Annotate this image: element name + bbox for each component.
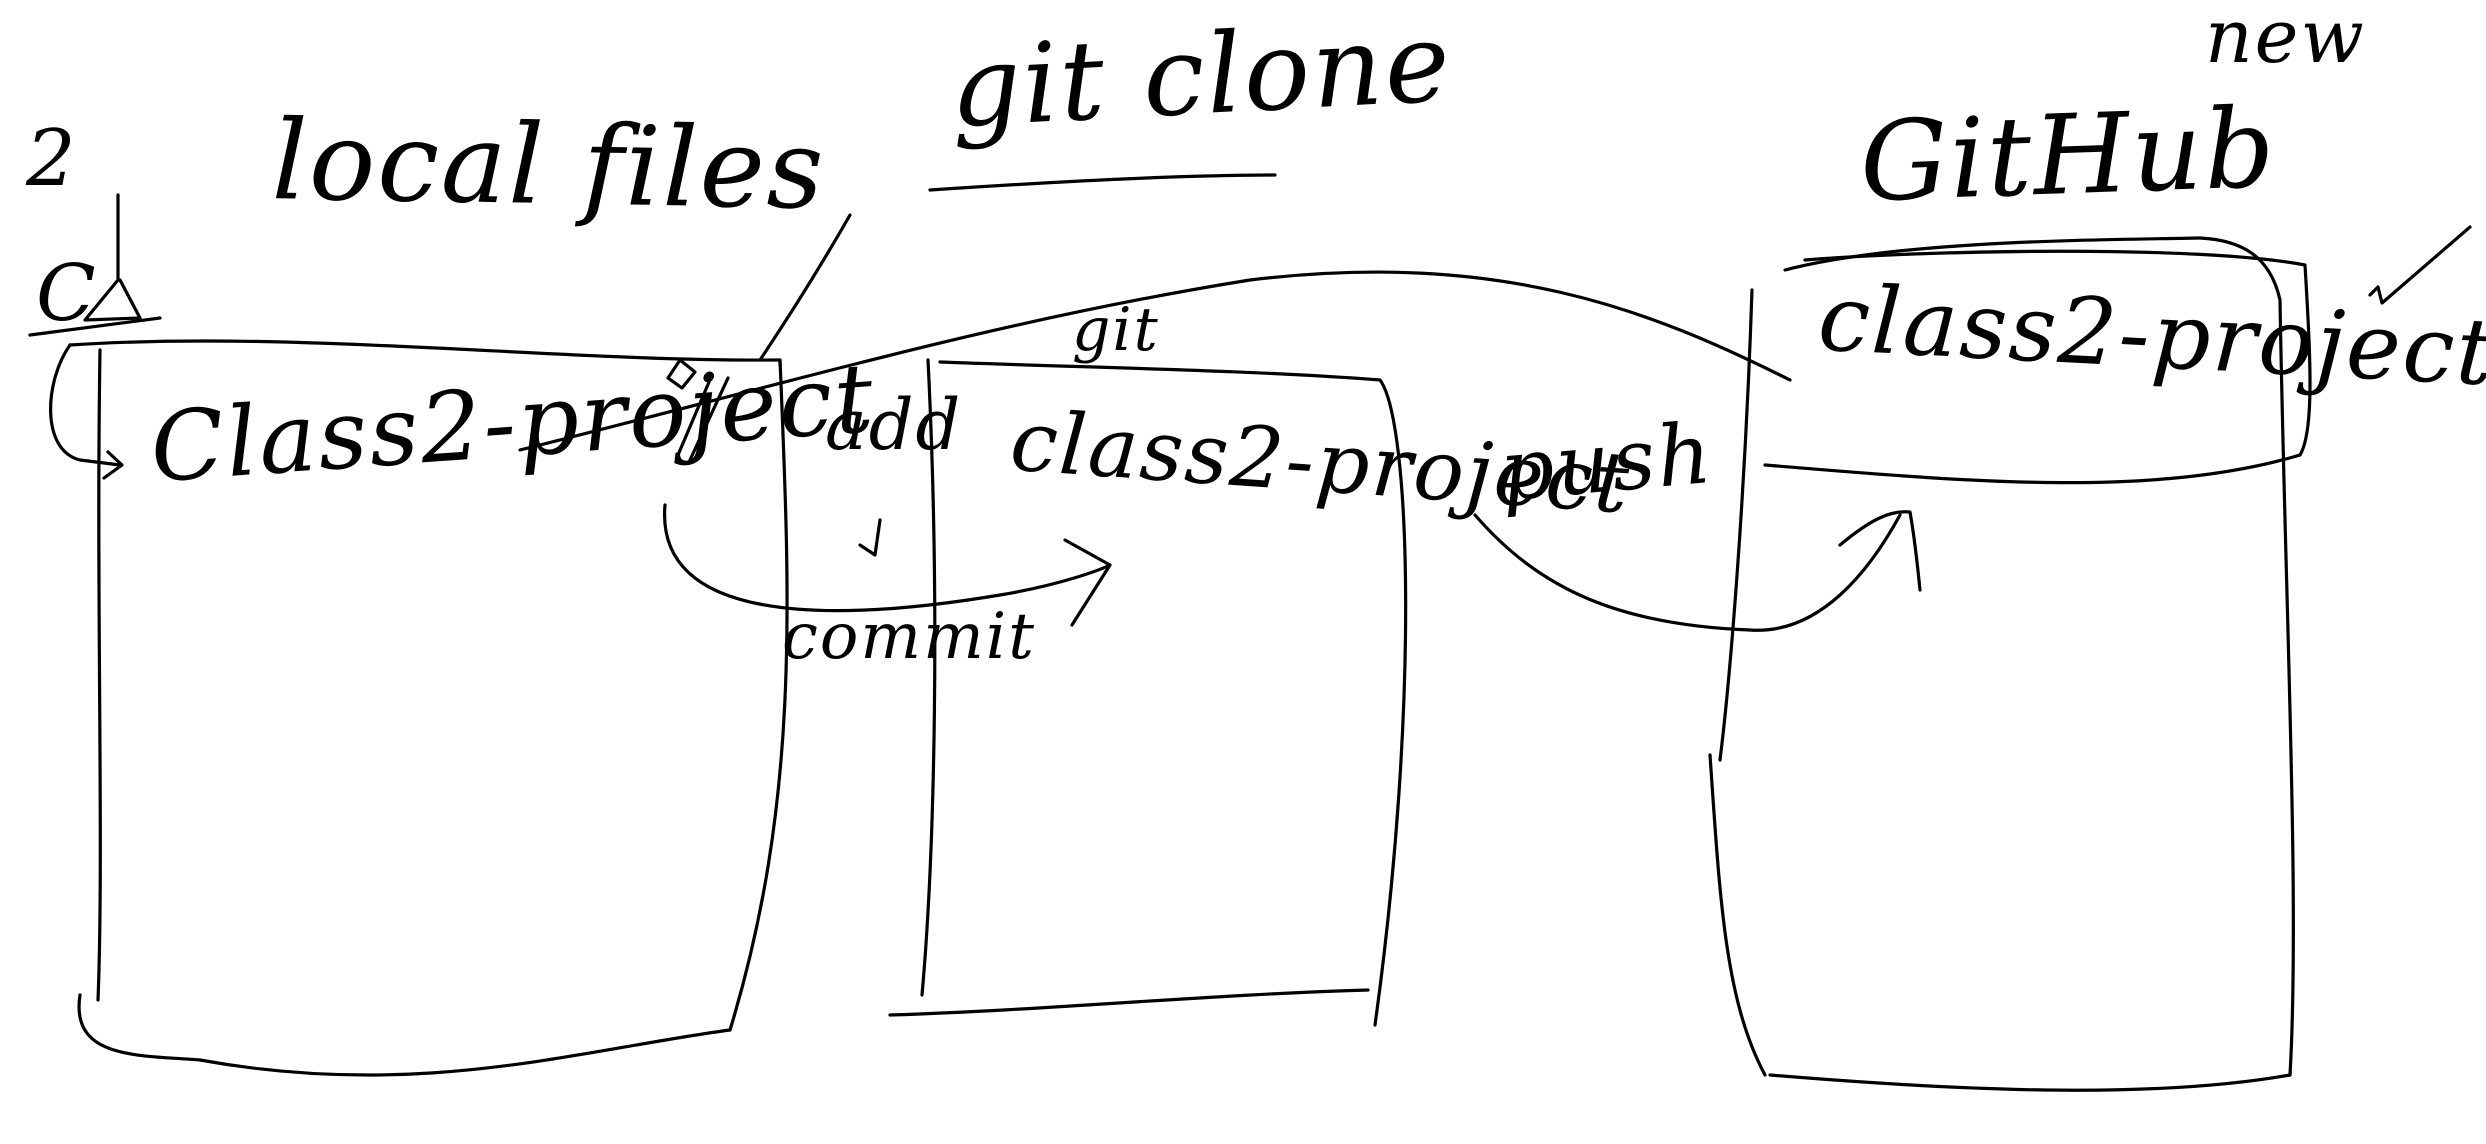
- commit-label: commit: [782, 600, 1036, 674]
- push-arrow: [1473, 510, 1922, 632]
- github-label: GitHub: [1857, 83, 2279, 227]
- git-clone-label: git clone: [946, 0, 1455, 153]
- local-files-label: local files: [270, 96, 827, 234]
- local-files-box: [49, 339, 789, 1077]
- new-repo-label: new: [2205, 0, 2366, 80]
- marker-shape: [28, 193, 162, 337]
- staging-box: [888, 358, 1408, 1027]
- c-label: C: [36, 249, 98, 339]
- push-label: push: [1496, 403, 1717, 521]
- check-icon: [2368, 225, 2472, 305]
- step-number: 2: [26, 114, 78, 204]
- clone-connector: [518, 173, 1792, 452]
- git-label: git: [1072, 295, 1160, 365]
- commit-arrow: [663, 358, 1112, 627]
- github-box: [1708, 236, 2312, 1092]
- add-label: add: [825, 384, 963, 466]
- add-tick: [858, 518, 882, 557]
